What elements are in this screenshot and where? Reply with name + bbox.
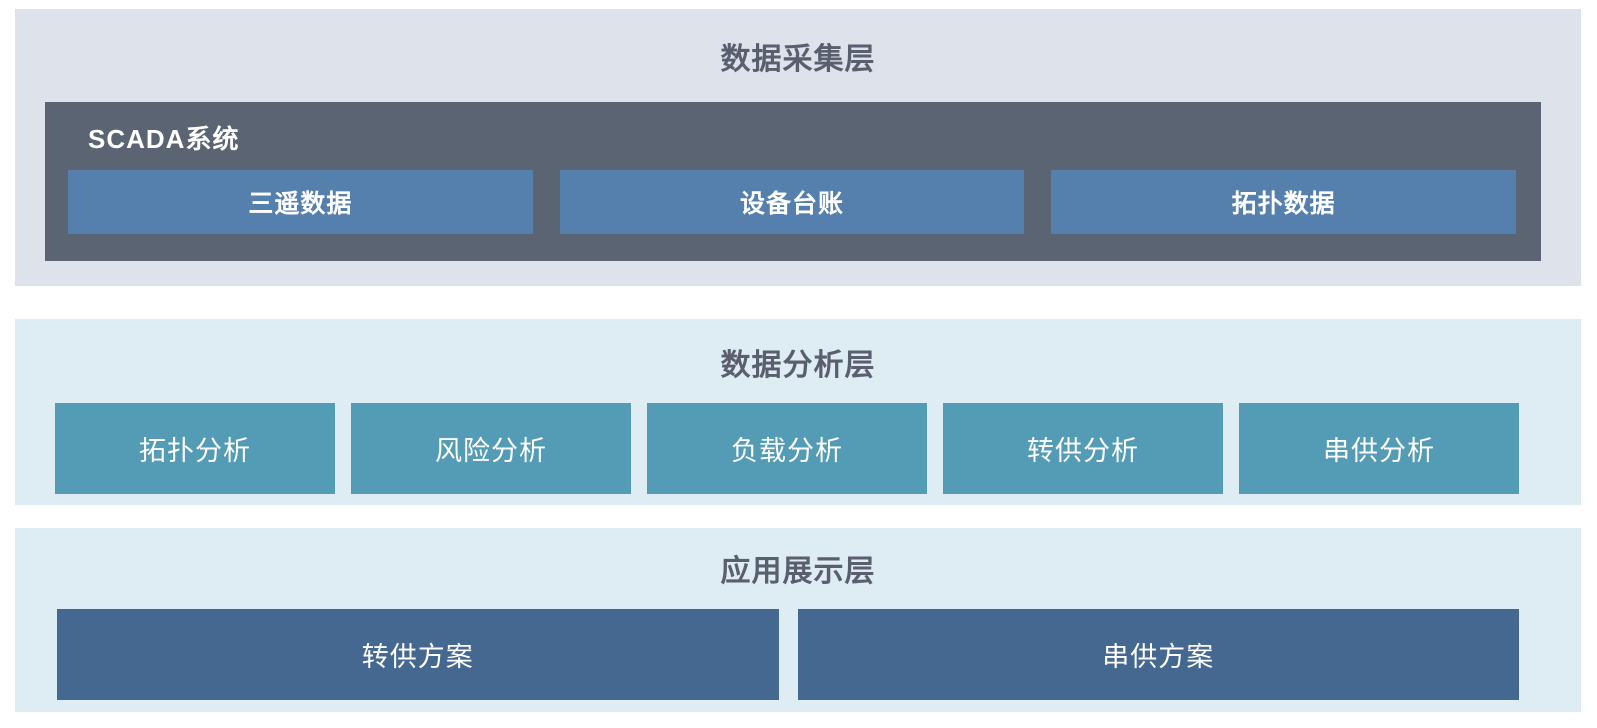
application-item-transfer-supply-plan: 转供方案 — [57, 609, 779, 700]
application-item-series-supply-plan: 串供方案 — [797, 609, 1519, 700]
scada-item-telemetry-data: 三遥数据 — [68, 170, 533, 234]
layer-title-data-analysis: 数据分析层 — [720, 349, 876, 382]
layer-data-collection: 数据采集层 SCADA系统 三遥数据 设备台账 拓扑数据 — [15, 9, 1581, 286]
scada-item-topology-data: 拓扑数据 — [1051, 170, 1517, 234]
analysis-item-series-supply: 串供分析 — [1239, 403, 1519, 494]
analysis-item-topology: 拓扑分析 — [55, 403, 335, 494]
scada-items-row: 三遥数据 设备台账 拓扑数据 — [68, 170, 1517, 234]
layer-title-application-display: 应用展示层 — [720, 555, 876, 588]
layer-data-analysis: 数据分析层 拓扑分析 风险分析 负载分析 转供分析 串供分析 — [15, 319, 1581, 505]
application-items-row: 转供方案 串供方案 — [57, 609, 1519, 700]
analysis-item-risk: 风险分析 — [351, 403, 631, 494]
scada-system-container: SCADA系统 三遥数据 设备台账 拓扑数据 — [45, 102, 1541, 261]
layer-title-data-collection: 数据采集层 — [720, 43, 876, 76]
analysis-item-load: 负载分析 — [647, 403, 927, 494]
scada-system-label: SCADA系统 — [88, 124, 240, 154]
scada-item-equipment-ledger: 设备台账 — [559, 170, 1025, 234]
layer-application-display: 应用展示层 转供方案 串供方案 — [15, 528, 1581, 712]
analysis-item-transfer-supply: 转供分析 — [943, 403, 1223, 494]
analysis-items-row: 拓扑分析 风险分析 负载分析 转供分析 串供分析 — [55, 403, 1519, 494]
